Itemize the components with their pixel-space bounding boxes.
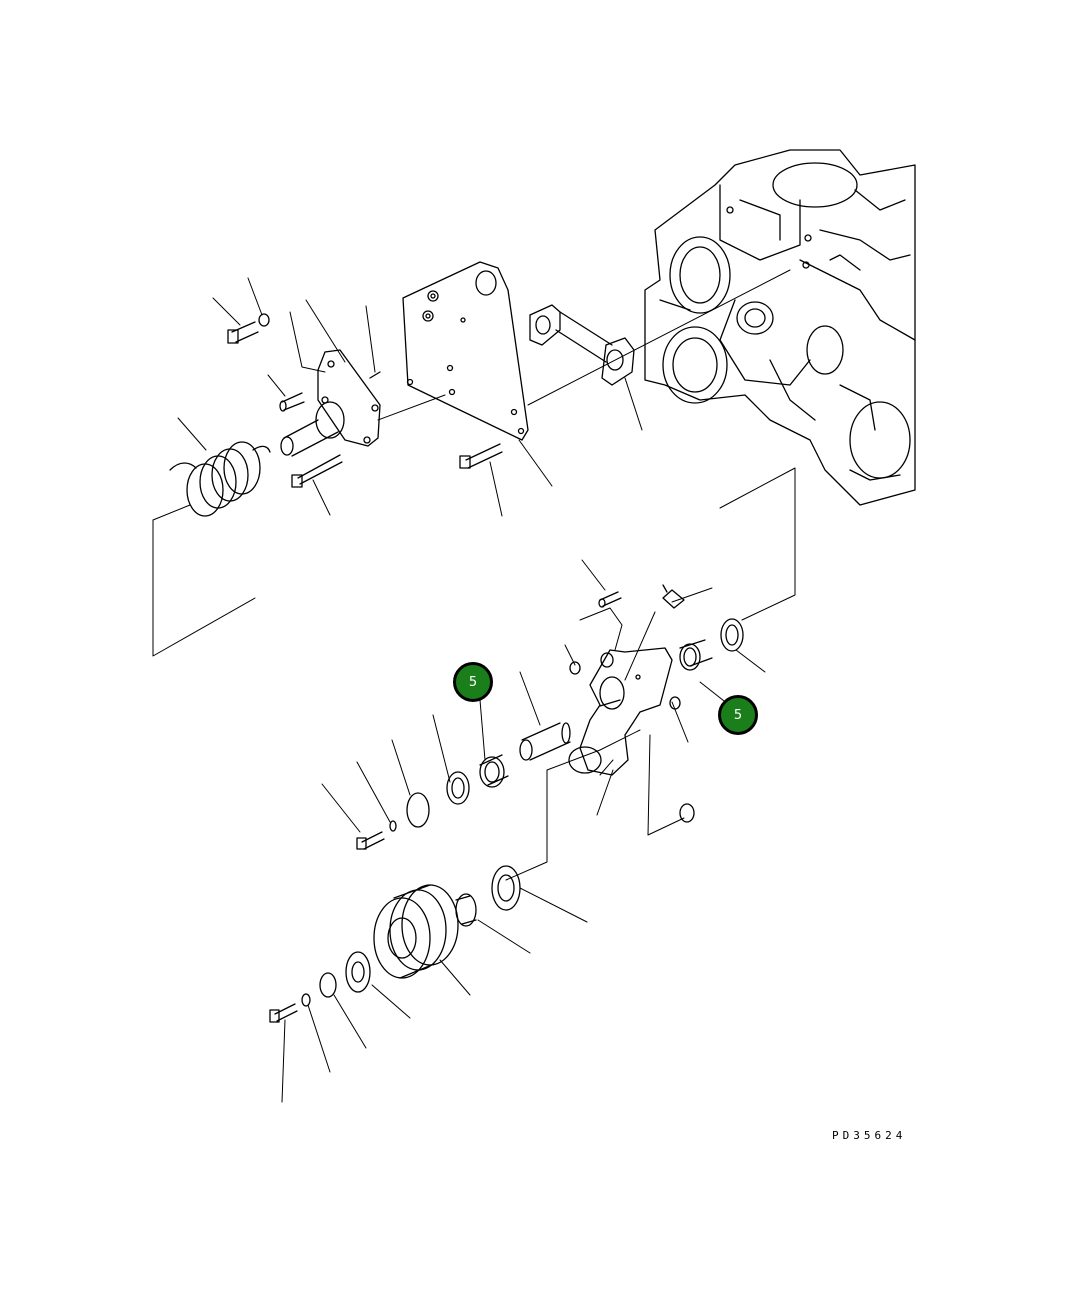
callout-label: 5 <box>468 674 478 690</box>
callout-bearing-right[interactable]: 5 <box>718 695 758 735</box>
idler-housing <box>280 349 381 457</box>
shaft <box>519 722 571 761</box>
engine-block <box>644 149 916 506</box>
mounting-plate <box>402 261 529 441</box>
leader-lines-bottom <box>281 467 796 1103</box>
support-bracket <box>529 304 635 386</box>
pulley-assembly <box>269 865 521 1023</box>
spring-coil <box>169 441 271 517</box>
drawing-code: PD35624 <box>832 1129 907 1142</box>
leader-lines-top <box>152 269 791 657</box>
small-bolts-top <box>227 313 503 488</box>
callout-bearing-left[interactable]: 5 <box>453 662 493 702</box>
bearings-and-seals <box>356 584 744 850</box>
callout-label: 5 <box>733 707 743 723</box>
